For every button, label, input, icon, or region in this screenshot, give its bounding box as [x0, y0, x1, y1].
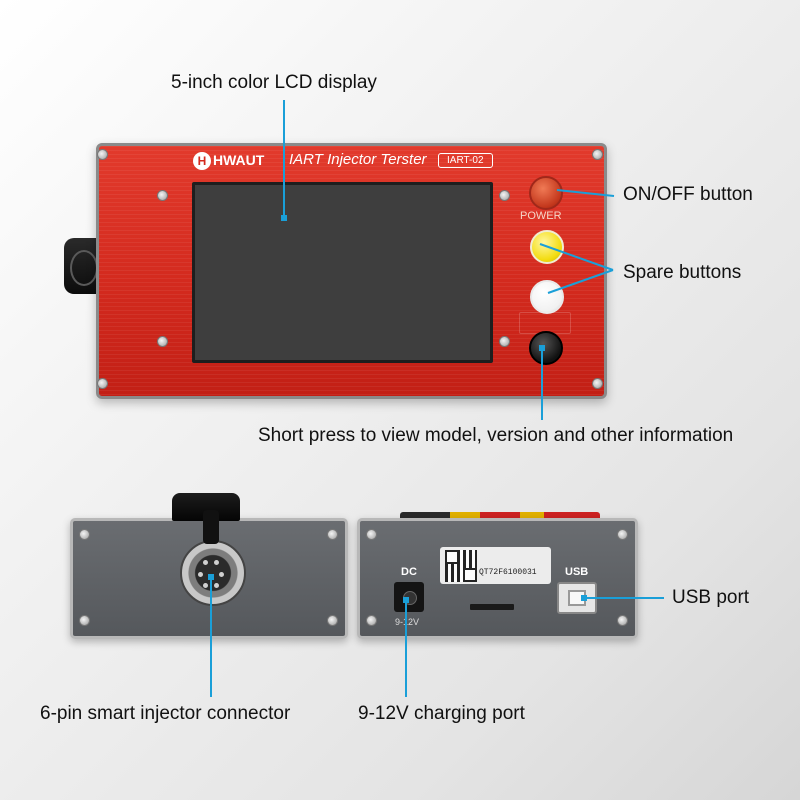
- info-button[interactable]: [529, 331, 563, 365]
- on-off-button[interactable]: [529, 176, 563, 210]
- lcd-screen: [192, 182, 493, 363]
- label-charging: 9-12V charging port: [358, 703, 525, 724]
- callout-charging-dot: [403, 597, 409, 603]
- side-knob: [64, 238, 102, 294]
- screw-icon: [327, 615, 338, 626]
- screw-icon: [79, 615, 90, 626]
- screw-icon: [97, 378, 108, 389]
- brand-name: HWAUT: [213, 152, 265, 168]
- card-slot: [470, 604, 514, 610]
- screw-icon: [499, 336, 510, 347]
- screw-icon: [592, 149, 603, 160]
- spare-button-white[interactable]: [530, 280, 564, 314]
- pin-icon: [219, 572, 224, 577]
- model-tag: IART-02: [438, 153, 493, 168]
- callout-lcd-dot: [281, 215, 287, 221]
- pin-icon: [203, 560, 208, 565]
- screw-icon: [157, 190, 168, 201]
- label-info: Short press to view model, version and o…: [258, 425, 734, 446]
- voltage-label: 9-12V: [395, 617, 420, 627]
- screw-icon: [499, 190, 510, 201]
- usb-port[interactable]: [557, 582, 597, 614]
- screw-icon: [157, 336, 168, 347]
- callout-spare-line-2: [547, 269, 614, 294]
- callout-connector-dot: [208, 574, 214, 580]
- screw-icon: [327, 529, 338, 540]
- usb-label: USB: [565, 566, 589, 578]
- label-onoff: ON/OFF button: [623, 184, 753, 205]
- callout-usb-dot: [581, 595, 587, 601]
- label-connector: 6-pin smart injector connector: [40, 703, 291, 724]
- top-buttons-edge: [400, 512, 600, 522]
- callout-spare-line-1: [539, 243, 614, 271]
- screw-icon: [617, 529, 628, 540]
- injector-connector[interactable]: [180, 540, 246, 606]
- brand-badge-icon: H: [193, 152, 211, 170]
- callout-onoff-line: [556, 189, 615, 197]
- label-spare: Spare buttons: [623, 262, 742, 283]
- pin-icon: [214, 560, 219, 565]
- screw-icon: [366, 529, 377, 540]
- screw-icon: [79, 529, 90, 540]
- dc-label: DC: [401, 566, 417, 578]
- screw-icon: [366, 615, 377, 626]
- screw-icon: [97, 149, 108, 160]
- qr-code-icon: [445, 550, 477, 582]
- pin-icon: [203, 583, 208, 588]
- connector-latch: [203, 510, 219, 544]
- label-usb: USB port: [672, 587, 750, 608]
- label-lcd: 5-inch color LCD display: [171, 72, 377, 93]
- callout-info-dot: [539, 345, 545, 351]
- pin-icon: [198, 572, 203, 577]
- serial-number: QT72F6100031: [479, 568, 537, 577]
- pin-icon: [214, 583, 219, 588]
- power-label: POWER: [520, 210, 562, 222]
- screw-icon: [592, 378, 603, 389]
- product-name: IART Injector Terster: [289, 151, 427, 168]
- screw-icon: [617, 615, 628, 626]
